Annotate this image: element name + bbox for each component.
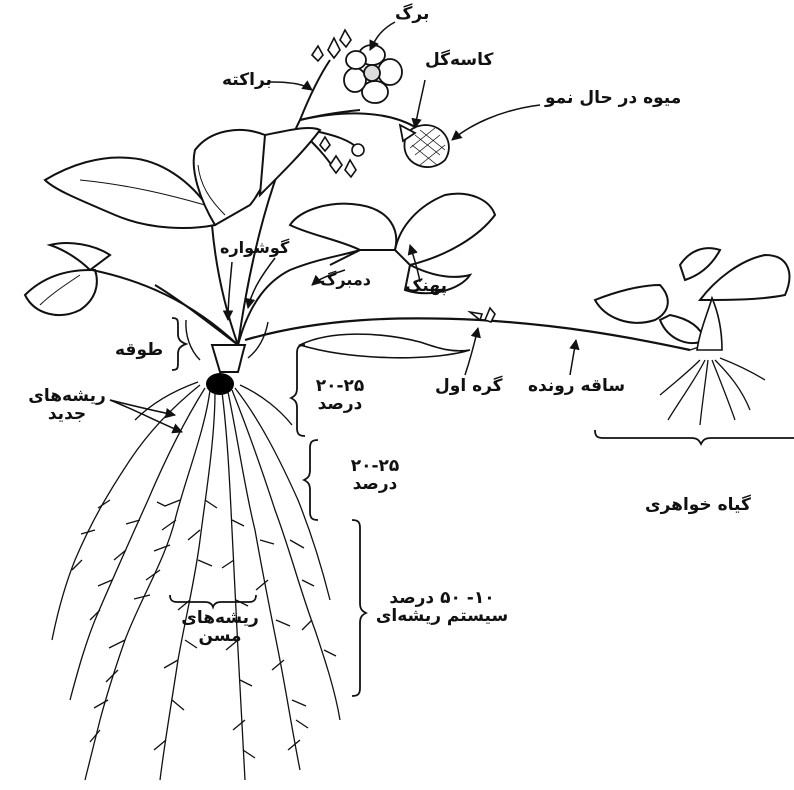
daughter-crown <box>697 298 722 350</box>
label-new-roots-line2: جدید <box>22 406 112 424</box>
label-zone2-unit: درصد <box>330 476 420 494</box>
label-zone1: ۲۰-۲۵ درصد <box>310 378 370 414</box>
new-roots-leader-2 <box>110 400 182 432</box>
node-stipule-leaf <box>300 334 470 358</box>
daughter-plant-bracket <box>595 430 794 444</box>
label-zone1-unit: درصد <box>310 396 370 414</box>
stipule-leader-1 <box>228 262 232 320</box>
leaves <box>25 128 789 343</box>
label-new-roots: ریشه‌های جدید <box>22 388 112 424</box>
label-leaf-blade: پهنک <box>405 278 447 296</box>
label-zone3-system: سیستم ریشه‌ای <box>372 608 512 626</box>
label-calyx: کاسه‌گل <box>425 52 493 70</box>
label-old-roots: ریشه‌های مسن <box>172 610 268 646</box>
zone1-bracket <box>291 345 305 436</box>
crown <box>186 320 268 395</box>
label-petiole: دمبرگ <box>320 272 371 289</box>
zone2-bracket <box>304 440 318 520</box>
calyx-leader <box>415 80 425 128</box>
label-daughter-plant: گیاه خواهری <box>645 497 751 515</box>
label-leaf: برگ <box>395 6 429 24</box>
flower-stalk <box>238 60 420 345</box>
label-zone3: ۱۰- ۵۰ درصد سیستم ریشه‌ای <box>372 590 512 626</box>
fruit-leader <box>452 105 540 140</box>
flower-open <box>344 45 402 103</box>
zone3-bracket <box>352 520 366 696</box>
growing-fruit <box>400 125 449 167</box>
label-crown: طوقه <box>115 342 163 360</box>
label-zone2: ۲۰-۲۵ درصد <box>330 458 420 494</box>
runner-leader <box>570 340 576 375</box>
crown-bracket <box>172 318 186 370</box>
root-system <box>52 382 340 780</box>
label-first-node: گره اول <box>435 378 503 396</box>
label-runner: ساقه رونده <box>528 378 625 396</box>
label-old-roots-line2: مسن <box>172 628 268 646</box>
bract-leader <box>270 82 312 90</box>
label-growing-fruit: میوه در حال نمو <box>545 90 681 108</box>
label-bract: براکته <box>222 72 272 90</box>
label-stipule: گوشواره <box>220 240 289 257</box>
